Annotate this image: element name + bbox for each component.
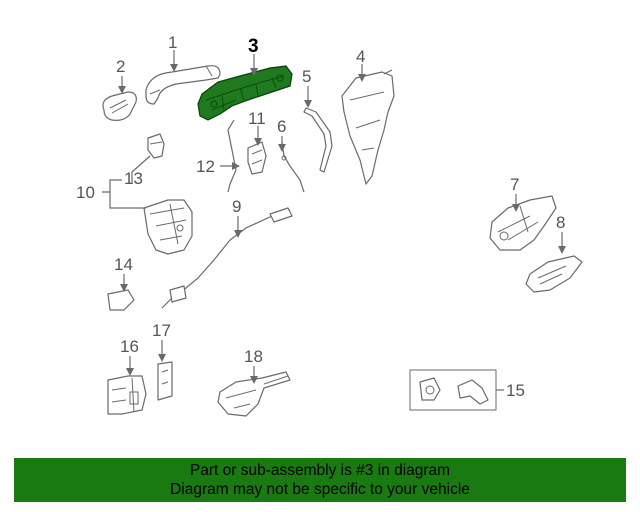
callout-4[interactable]: 4 (356, 47, 365, 66)
callout-15[interactable]: 15 (506, 381, 525, 400)
part-2-escutcheon[interactable] (102, 91, 137, 121)
callout-11[interactable]: 11 (248, 109, 266, 128)
callout-labels: 1 2 3 4 5 6 7 8 9 10 11 12 13 14 15 16 1… (76, 33, 565, 400)
callout-8[interactable]: 8 (556, 213, 565, 232)
callout-1[interactable]: 1 (168, 33, 177, 52)
part-17-gasket[interactable] (157, 361, 173, 401)
parts-diagram: 1 2 3 4 5 6 7 8 9 10 11 12 13 14 15 16 1… (76, 33, 583, 417)
part-8-inside-handle[interactable] (525, 255, 583, 293)
part-14-bracket[interactable] (107, 289, 135, 311)
part-10-lock-actuator[interactable] (143, 199, 193, 255)
callout-12[interactable]: 12 (196, 157, 215, 176)
leader-lines (102, 50, 566, 391)
callout-13[interactable]: 13 (124, 169, 143, 188)
part-13-clip[interactable] (147, 133, 165, 159)
part-16-hinge[interactable] (107, 375, 147, 415)
part-11-bracket[interactable] (247, 141, 267, 175)
callout-3[interactable]: 3 (248, 36, 259, 57)
part-12-rod[interactable] (227, 119, 237, 193)
callout-9[interactable]: 9 (232, 197, 241, 216)
banner-line-2: Diagram may not be specific to your vehi… (170, 481, 470, 498)
callout-18[interactable]: 18 (244, 347, 263, 366)
part-15-key-cylinder-set[interactable] (409, 369, 497, 411)
callout-10[interactable]: 10 (76, 183, 95, 202)
callout-16[interactable]: 16 (120, 337, 139, 356)
part-6-cable[interactable] (281, 141, 305, 193)
callout-7[interactable]: 7 (510, 175, 519, 194)
part-5-rod[interactable] (303, 107, 333, 173)
part-7-latch[interactable] (489, 195, 557, 251)
part-9-cable[interactable] (161, 207, 293, 309)
part-1-outside-handle[interactable] (145, 65, 221, 105)
part-4-panel[interactable] (341, 69, 395, 185)
callout-14[interactable]: 14 (114, 255, 133, 274)
callout-6[interactable]: 6 (277, 117, 286, 136)
banner-line-1: Part or sub-assembly is #3 in diagram (189, 462, 451, 479)
callout-17[interactable]: 17 (152, 321, 171, 340)
info-banner: Part or sub-assembly is #3 in diagram Di… (14, 458, 626, 502)
callout-2[interactable]: 2 (116, 57, 125, 76)
callout-5[interactable]: 5 (302, 67, 311, 86)
